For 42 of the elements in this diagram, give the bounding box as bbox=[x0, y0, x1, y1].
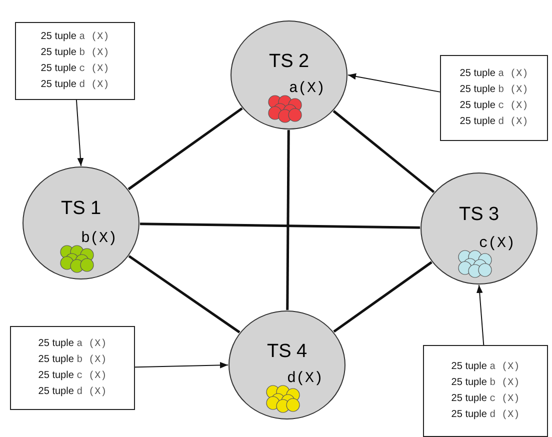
arrow bbox=[348, 73, 440, 92]
connector-line bbox=[333, 261, 432, 333]
tuple-space-ellipse bbox=[22, 166, 140, 280]
node-title: TS 4 bbox=[267, 340, 308, 363]
tuple-line: 25 tuple c (X) bbox=[460, 99, 528, 114]
tuple-list-box bbox=[10, 326, 135, 410]
tuple-line: 25 tuple d (X) bbox=[451, 408, 520, 423]
tuple-line: 25 tuple c (X) bbox=[38, 369, 107, 384]
tuple-line: 25 tuple c (X) bbox=[40, 62, 110, 77]
node-title: TS 2 bbox=[269, 50, 310, 73]
connector-line bbox=[128, 255, 240, 334]
arrow bbox=[476, 284, 484, 346]
tuple-label: c(X) bbox=[479, 235, 516, 252]
tuple-line: 25 tuple c (X) bbox=[451, 392, 520, 407]
tuple-label: a(X) bbox=[289, 80, 326, 97]
node-title: TS 3 bbox=[459, 204, 500, 226]
tuple-line: 25 tuple b (X) bbox=[40, 46, 110, 61]
tuple-space-ellipse bbox=[230, 20, 348, 130]
tuple-label: d(X) bbox=[287, 370, 324, 387]
tuple-line: 25 tuple b (X) bbox=[460, 83, 528, 98]
tuple-list-box bbox=[423, 345, 548, 437]
connector-line bbox=[140, 222, 420, 229]
tuple-line: 25 tuple d (X) bbox=[460, 115, 528, 130]
tuple-line: 25 tuple a (X) bbox=[460, 67, 528, 82]
tuple-list-box bbox=[15, 22, 135, 100]
tuple-list-box bbox=[440, 55, 548, 141]
arrow bbox=[134, 362, 228, 368]
connector-line bbox=[286, 130, 290, 310]
tuple-label: b(X) bbox=[81, 230, 118, 247]
tuple-line: 25 tuple a (X) bbox=[451, 360, 520, 375]
tuple-line: 25 tuple d (X) bbox=[40, 78, 110, 93]
tuple-space-ellipse bbox=[420, 172, 538, 285]
connector-line bbox=[332, 110, 435, 194]
tuple-space-ellipse bbox=[228, 310, 346, 420]
connector-line bbox=[128, 107, 243, 190]
tuple-line: 25 tuple a (X) bbox=[38, 337, 107, 352]
tuple-line: 25 tuple a (X) bbox=[40, 30, 110, 45]
tuple-line: 25 tuple b (X) bbox=[451, 376, 520, 391]
tuple-line: 25 tuple d (X) bbox=[38, 385, 107, 400]
tuple-line: 25 tuple b (X) bbox=[38, 353, 107, 368]
arrow bbox=[76, 100, 84, 166]
node-title: TS 1 bbox=[61, 198, 102, 220]
